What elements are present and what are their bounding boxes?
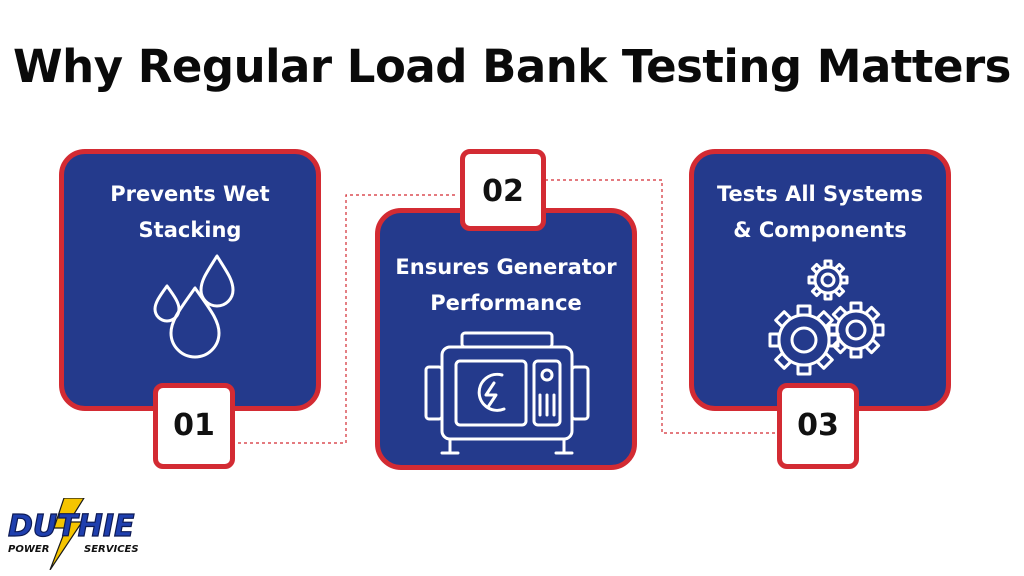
card-title-line1: Tests All Systems bbox=[716, 182, 924, 206]
card-title-line2: & Components bbox=[733, 218, 907, 242]
gears-icon bbox=[768, 259, 885, 376]
card-title-line1: Ensures Generator bbox=[395, 255, 617, 279]
step-number-03: 03 bbox=[777, 383, 859, 469]
logo-right-text: SERVICES bbox=[84, 544, 139, 555]
logo-left-text: POWER bbox=[8, 544, 49, 555]
step-number-01: 01 bbox=[153, 383, 235, 469]
card-title-line2: Performance bbox=[430, 291, 582, 315]
page-title: Why Regular Load Bank Testing Matters bbox=[13, 40, 1011, 93]
card-tests-all-systems: Tests All Systems & Components bbox=[689, 149, 951, 411]
duthie-power-services-logo: DUTHIE POWER SERVICES bbox=[7, 498, 139, 570]
card-title-line2: Stacking bbox=[138, 218, 242, 242]
card-ensures-generator-performance: Ensures Generator Performance bbox=[375, 208, 637, 470]
water-drops-icon bbox=[153, 254, 235, 359]
step-number-02: 02 bbox=[460, 149, 546, 231]
logo-brand-text: DUTHIE bbox=[8, 509, 135, 544]
card-prevents-wet-stacking: Prevents Wet Stacking bbox=[59, 149, 321, 411]
card-title-line1: Prevents Wet bbox=[110, 182, 270, 206]
generator-icon bbox=[424, 331, 590, 455]
